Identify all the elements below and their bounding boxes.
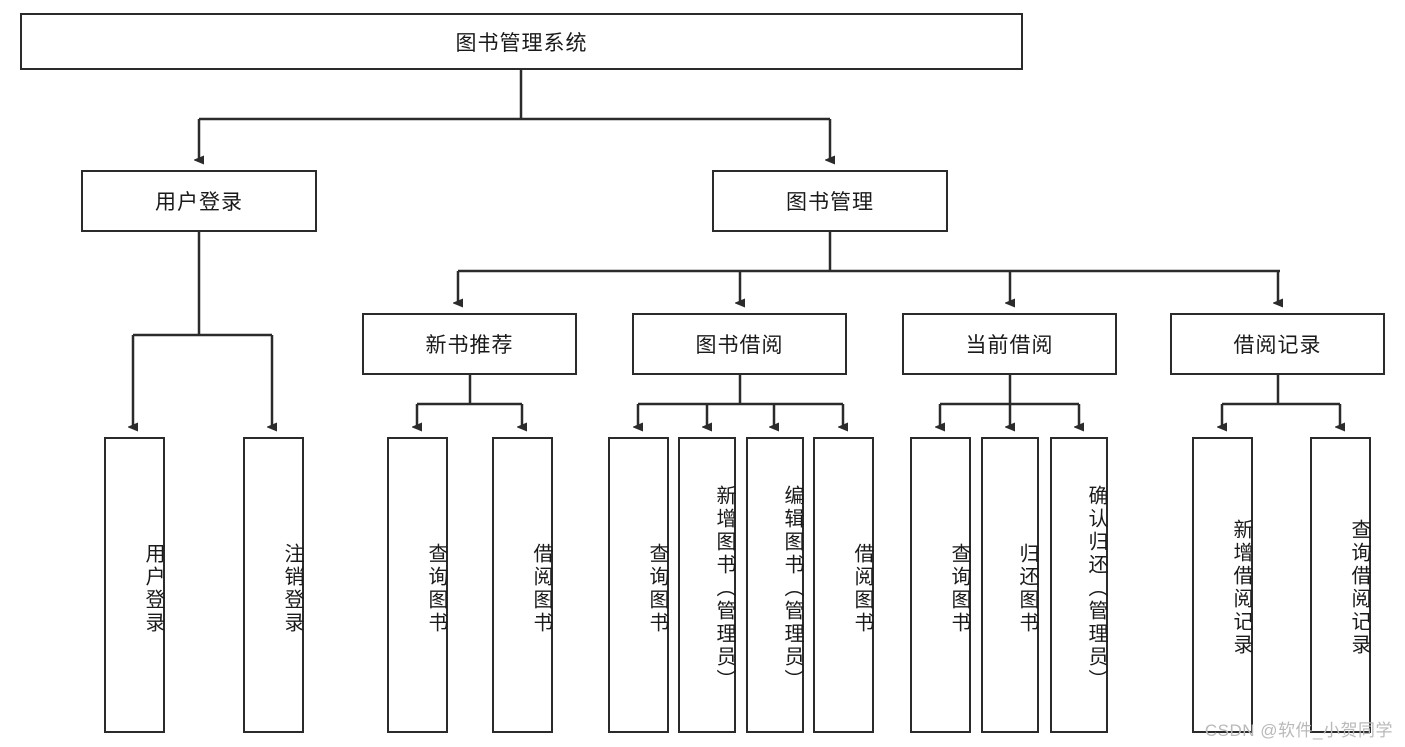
node-label: 借阅图书 bbox=[851, 543, 873, 635]
leaf-book-borrow-add-book-admin[interactable]: 新增图书（管理员） bbox=[678, 437, 736, 733]
node-label: 用户登录 bbox=[155, 191, 243, 214]
node-label: 图书管理系统 bbox=[455, 31, 588, 55]
node-new-book-recommend[interactable]: 新书推荐 bbox=[362, 313, 577, 375]
node-label: 图书管理 bbox=[786, 191, 874, 214]
leaf-new-book-borrow-book[interactable]: 借阅图书 bbox=[492, 437, 553, 733]
node-label: 当前借阅 bbox=[965, 334, 1054, 357]
node-user-login[interactable]: 用户登录 bbox=[81, 170, 317, 232]
node-label: 新书推荐 bbox=[425, 334, 514, 357]
node-label: 注销登录 bbox=[281, 543, 303, 635]
node-label: 查询图书 bbox=[425, 543, 447, 635]
leaf-book-borrow-borrow-book[interactable]: 借阅图书 bbox=[813, 437, 874, 733]
node-label: 查询图书 bbox=[948, 543, 970, 635]
leaf-book-borrow-query-book[interactable]: 查询图书 bbox=[608, 437, 669, 733]
leaf-user-login-login[interactable]: 用户登录 bbox=[104, 437, 165, 733]
node-label: 用户登录 bbox=[142, 543, 164, 635]
leaf-borrow-record-query-record[interactable]: 查询借阅记录 bbox=[1310, 437, 1371, 733]
node-label: 确认归还（管理员） bbox=[1085, 484, 1107, 692]
node-book-management[interactable]: 图书管理 bbox=[712, 170, 948, 232]
node-label: 查询图书 bbox=[646, 543, 668, 635]
watermark-text: CSDN @软件_小贺同学 bbox=[1204, 721, 1393, 740]
node-label: 归还图书 bbox=[1016, 543, 1038, 635]
node-book-borrow[interactable]: 图书借阅 bbox=[632, 313, 847, 375]
leaf-current-borrow-query-book[interactable]: 查询图书 bbox=[910, 437, 971, 733]
node-current-borrow[interactable]: 当前借阅 bbox=[902, 313, 1117, 375]
node-label: 新增图书（管理员） bbox=[713, 484, 735, 692]
node-borrow-record[interactable]: 借阅记录 bbox=[1170, 313, 1385, 375]
node-label: 借阅图书 bbox=[530, 543, 552, 635]
node-label: 编辑图书（管理员） bbox=[781, 484, 803, 692]
leaf-borrow-record-add-record[interactable]: 新增借阅记录 bbox=[1192, 437, 1253, 733]
node-root-book-management-system[interactable]: 图书管理系统 bbox=[20, 13, 1023, 70]
leaf-book-borrow-edit-book-admin[interactable]: 编辑图书（管理员） bbox=[746, 437, 804, 733]
leaf-current-borrow-return-book[interactable]: 归还图书 bbox=[981, 437, 1039, 733]
node-label: 新增借阅记录 bbox=[1230, 519, 1252, 657]
leaf-new-book-query-book[interactable]: 查询图书 bbox=[387, 437, 448, 733]
leaf-user-login-logout[interactable]: 注销登录 bbox=[243, 437, 304, 733]
node-label: 借阅记录 bbox=[1233, 334, 1322, 357]
leaf-current-borrow-confirm-return-admin[interactable]: 确认归还（管理员） bbox=[1050, 437, 1108, 733]
node-label: 图书借阅 bbox=[695, 334, 784, 357]
node-label: 查询借阅记录 bbox=[1348, 519, 1370, 657]
